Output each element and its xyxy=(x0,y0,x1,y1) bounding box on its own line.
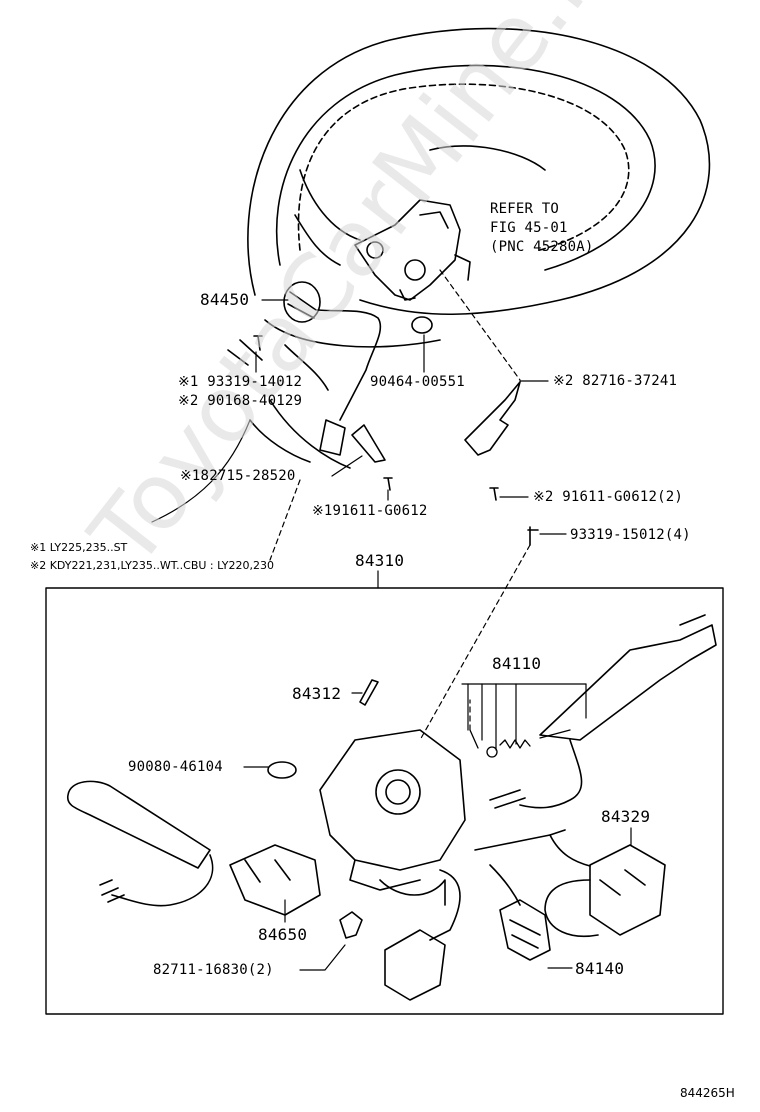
module-84329 xyxy=(474,829,666,937)
refer-line1: REFER TO xyxy=(490,201,560,217)
clip-82711-leader xyxy=(299,944,346,971)
wiper-switch xyxy=(489,614,717,809)
spiral-cable xyxy=(283,281,382,456)
steering-wheel-outline xyxy=(297,83,630,251)
column-cover xyxy=(227,339,351,469)
note-1: ※1 LY225,235..ST xyxy=(30,541,128,554)
part-84310: 84310 xyxy=(355,551,405,570)
refer-line3: (PNC 45280A) xyxy=(490,239,594,255)
part-91611-g0612-b: ※2 91611-G0612(2) xyxy=(533,489,683,505)
part-84650: 84650 xyxy=(258,925,308,944)
spring-set xyxy=(469,729,571,758)
part-93319-14012: ※1 93319-14012 xyxy=(178,374,303,390)
bracket xyxy=(464,381,521,456)
part-82716-37241: ※2 82716-37241 xyxy=(553,373,678,389)
part-84450: 84450 xyxy=(200,290,250,309)
steering-wheel xyxy=(247,27,711,348)
wire-connector xyxy=(384,929,446,1001)
refer-line2: FIG 45-01 xyxy=(490,220,568,236)
part-93319-15012: 93319-15012(4) xyxy=(570,527,691,543)
turn-signal-switch xyxy=(66,780,321,916)
part-90168-40129: ※2 90168-40129 xyxy=(178,393,303,409)
relay-84140 xyxy=(489,864,551,961)
part-82715-28520: ※182715-28520 xyxy=(180,468,296,484)
note-2: ※2 KDY221,231,LY235..WT..CBU : LY220,230 xyxy=(30,559,275,572)
clamp-90080 xyxy=(267,761,297,779)
part-84140: 84140 xyxy=(575,959,625,978)
screw-84312 xyxy=(359,679,379,706)
dashed-connectors xyxy=(269,269,531,741)
part-82711-16830: 82711-16830(2) xyxy=(153,962,274,978)
part-91611-g0612-a: ※191611-G0612 xyxy=(312,503,428,519)
clip-82711 xyxy=(339,911,363,939)
bracket-84110 xyxy=(461,683,587,751)
figure-id: 844265H xyxy=(680,1086,735,1100)
wire-harness xyxy=(429,869,461,941)
part-90464-00551: 90464-00551 xyxy=(370,374,465,390)
leader-lines-top xyxy=(255,299,567,589)
clamp xyxy=(411,316,433,334)
combination-switch-body xyxy=(319,729,466,906)
ignition-lock xyxy=(354,199,471,301)
assembly-frame xyxy=(45,587,724,1015)
part-84312: 84312 xyxy=(292,684,342,703)
note-leader xyxy=(151,419,251,523)
screw-group-top xyxy=(253,335,539,546)
part-90080-46104: 90080-46104 xyxy=(128,759,223,775)
part-84329: 84329 xyxy=(601,807,651,826)
part-84110: 84110 xyxy=(492,654,542,673)
plate-bracket xyxy=(351,424,386,463)
